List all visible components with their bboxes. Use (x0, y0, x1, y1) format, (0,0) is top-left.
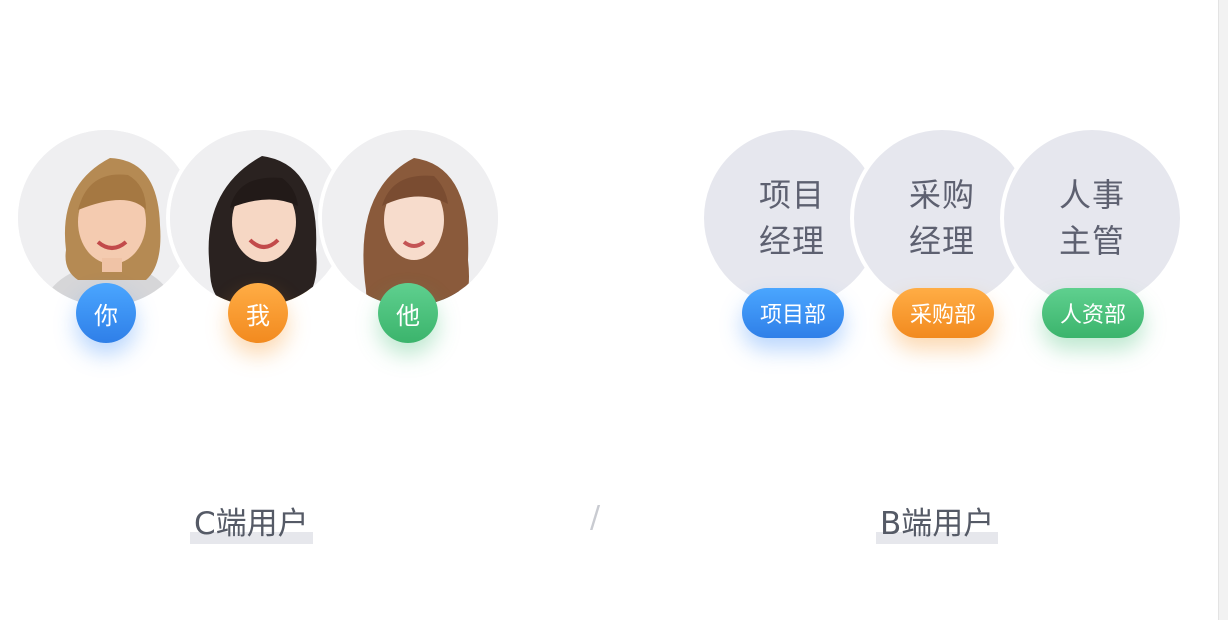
role-title-line2: 经理 (908, 222, 975, 260)
badge-you: 你 (76, 283, 136, 343)
divider-slash: / (590, 500, 601, 535)
caption-c-users: C端用户 (190, 496, 313, 544)
caption-highlight (190, 532, 313, 544)
role-title-line2: 主管 (1058, 222, 1125, 260)
caption-highlight (876, 532, 999, 544)
role-title-line1: 项目 (758, 176, 825, 214)
person-photo-icon (18, 130, 194, 306)
role-title-line2: 经理 (758, 222, 825, 260)
person-photo-icon (170, 130, 346, 306)
badge-hr-dept: 人资部 (1042, 288, 1144, 338)
role-title-line1: 人事 (1058, 176, 1125, 214)
badge-purchasing-dept: 采购部 (892, 288, 994, 338)
role-title: 项目 经理 (752, 172, 832, 264)
caption-text: C端用户 (194, 505, 309, 542)
right-edge-strip (1218, 0, 1228, 620)
badge-him: 他 (378, 283, 438, 343)
role-title: 采购 经理 (902, 172, 982, 264)
role-title-line1: 采购 (908, 176, 975, 214)
caption-b-users: B端用户 (876, 496, 999, 544)
role-title: 人事 主管 (1052, 172, 1132, 264)
badge-me: 我 (228, 283, 288, 343)
avatar-me (166, 126, 350, 310)
avatar-you (14, 126, 198, 310)
role-circle-hr-supervisor: 人事 主管 (1000, 126, 1184, 310)
caption-text: B端用户 (880, 505, 995, 542)
badge-project-dept: 项目部 (742, 288, 844, 338)
